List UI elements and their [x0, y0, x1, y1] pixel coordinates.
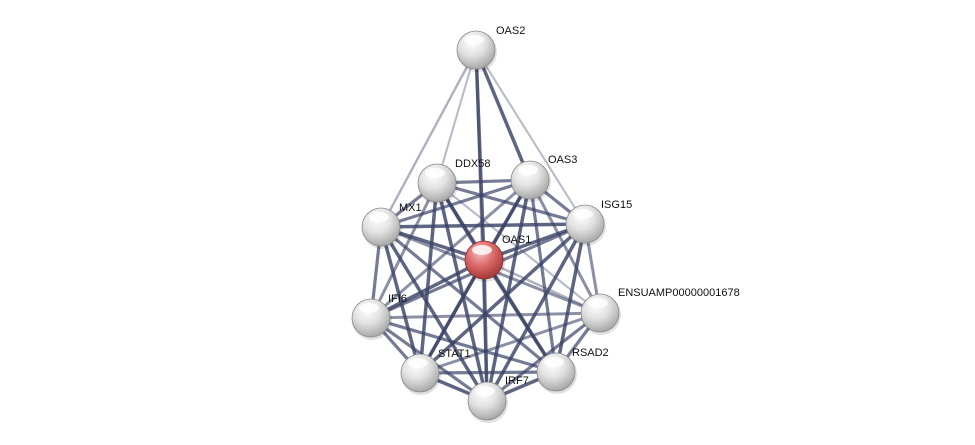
node-irf7[interactable]: IRF7: [467, 375, 529, 423]
sphere-highlight: [475, 386, 495, 396]
edges-layer: [369, 49, 602, 403]
node-oas1[interactable]: OAS1: [464, 234, 531, 282]
sphere-highlight: [408, 358, 428, 368]
node-label: STAT1: [438, 348, 471, 360]
edge-mx1-rsad2[interactable]: [379, 225, 558, 374]
node-label: RSAD2: [572, 347, 609, 359]
edge-oas3-irf7[interactable]: [485, 179, 532, 402]
node-oas2[interactable]: OAS2: [456, 25, 525, 72]
sphere-highlight: [425, 168, 445, 178]
node-label: ENSUAMP00000001678: [618, 287, 740, 299]
edge-ddx58-stat1[interactable]: [418, 182, 439, 374]
edge-oas1-irf7[interactable]: [482, 259, 489, 402]
edge-stat1-rsad2[interactable]: [419, 370, 557, 375]
edge-oas3-rsad2[interactable]: [528, 179, 558, 373]
edge-ifi6-ensuamp00000001678[interactable]: [370, 311, 601, 320]
node-label: OAS3: [548, 154, 577, 166]
node-mx1[interactable]: MX1: [361, 202, 422, 249]
node-label: ISG15: [601, 199, 632, 211]
edge-oas2-mx1[interactable]: [379, 49, 478, 228]
sphere-highlight: [472, 245, 492, 255]
edge-oas2-oas3[interactable]: [474, 49, 532, 181]
node-ddx58[interactable]: DDX58: [417, 158, 490, 205]
sphere-highlight: [359, 303, 379, 313]
edge-ensuamp00000001678-stat1[interactable]: [419, 311, 601, 375]
node-ifi6[interactable]: IFI6: [351, 293, 407, 340]
node-label: OAS2: [496, 25, 525, 37]
edge-ensuamp00000001678-irf7[interactable]: [486, 311, 601, 403]
edge-oas2-isg15[interactable]: [475, 49, 586, 225]
edge-oas1-ensuamp00000001678[interactable]: [483, 258, 601, 315]
edge-oas1-ifi6[interactable]: [370, 258, 485, 320]
node-label: MX1: [399, 202, 422, 214]
edge-ddx58-irf7[interactable]: [435, 182, 489, 402]
edge-ddx58-ifi6[interactable]: [369, 182, 439, 319]
edge-oas3-ensuamp00000001678[interactable]: [528, 179, 602, 314]
sphere-highlight: [588, 298, 608, 308]
node-stat1[interactable]: STAT1: [400, 348, 471, 395]
node-label: OAS1: [502, 234, 531, 246]
edge-ddx58-isg15[interactable]: [436, 181, 586, 226]
edge-mx1-isg15[interactable]: [380, 222, 586, 229]
node-rsad2[interactable]: RSAD2: [536, 347, 609, 394]
sphere-highlight: [369, 212, 389, 222]
node-label: IFI6: [388, 293, 407, 305]
edge-ifi6-rsad2[interactable]: [370, 316, 557, 374]
edge-oas2-ddx58[interactable]: [435, 49, 478, 184]
node-label: DDX58: [455, 158, 490, 170]
sphere-highlight: [573, 209, 593, 219]
sphere-highlight: [544, 357, 564, 367]
edge-oas3-mx1[interactable]: [380, 178, 531, 229]
node-label: IRF7: [505, 375, 529, 387]
sphere-highlight: [518, 165, 538, 175]
node-ensuamp00000001678[interactable]: ENSUAMP00000001678: [580, 287, 740, 335]
sphere-highlight: [464, 35, 484, 45]
node-oas3[interactable]: OAS3: [510, 154, 577, 202]
node-isg15[interactable]: ISG15: [565, 199, 632, 246]
edge-isg15-rsad2[interactable]: [554, 223, 587, 373]
edge-isg15-stat1[interactable]: [418, 222, 587, 375]
